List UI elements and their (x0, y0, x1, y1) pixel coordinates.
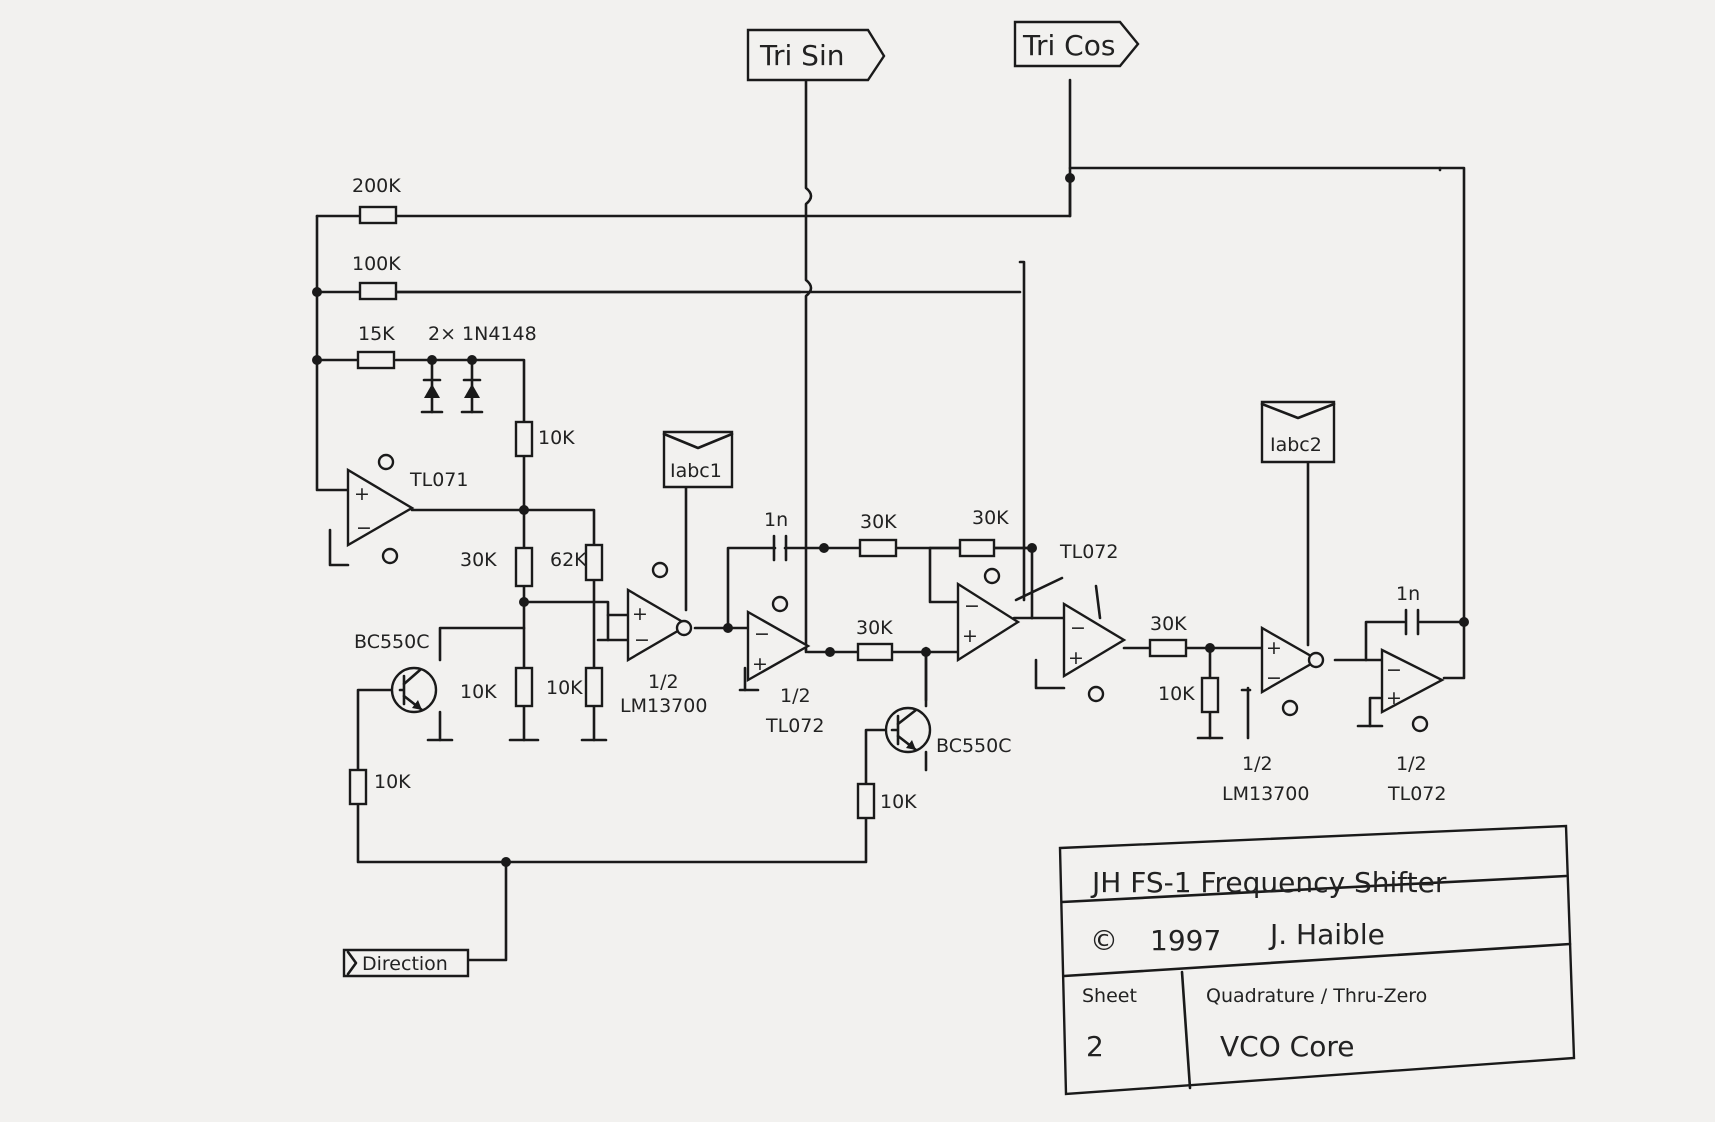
iabc2-label: Iabc2 (1270, 434, 1322, 456)
svg-text:+: + (632, 603, 648, 625)
svg-text:−: − (1266, 667, 1282, 689)
svg-text:+: + (354, 483, 370, 505)
label-q1: BC550C (354, 631, 430, 653)
capacitor-2: 1n (1396, 583, 1420, 636)
label-tl072-3a: 1/2 (1396, 753, 1427, 775)
sheet-label: Sheet (1082, 985, 1137, 1007)
description-line1: Quadrature / Thru-Zero (1206, 985, 1427, 1007)
year-text: 1997 (1150, 924, 1221, 957)
junctions (312, 173, 1469, 867)
svg-text:−: − (356, 517, 372, 539)
resistor-200k (358, 205, 398, 225)
label-30k-a: 30K (460, 549, 497, 571)
sheet-number: 2 (1086, 1030, 1104, 1063)
resistor-30k-a (514, 546, 534, 588)
resistor-30k-c (958, 538, 996, 558)
label-30k-c: 30K (972, 507, 1009, 529)
tri-cos-label: Tri Cos (1022, 29, 1115, 62)
label-62k: 62K (550, 549, 587, 571)
resistors: 200K 100K 15K 10K 30K 62K 10K 10K 10K 10… (348, 175, 1220, 820)
resistor-30k-b (858, 538, 898, 558)
opamp-tl072-1: − + 1/2 TL072 (746, 595, 824, 737)
svg-text:+: + (1266, 637, 1282, 659)
capacitor-1: 1n (764, 509, 788, 562)
label-lm13700-1b: LM13700 (620, 695, 707, 717)
label-tl072-2: TL072 (1059, 541, 1118, 563)
label-lm13700-1a: 1/2 (648, 671, 679, 693)
label-tl071: TL071 (409, 469, 468, 491)
opamp-tl072-3b: − + 1/2 TL072 (1380, 648, 1446, 805)
label-tl072-1a: 1/2 (780, 685, 811, 707)
opamp-lm13700-2: + − 1/2 LM13700 (1222, 625, 1325, 805)
svg-text:−: − (1070, 617, 1086, 639)
copyright-symbol: © (1090, 924, 1118, 957)
opamp-lm13700-1: + − 1/2 LM13700 (620, 561, 707, 717)
opamp-tl072-3: − + (1062, 601, 1127, 703)
label-tl072-1b: TL072 (765, 715, 824, 737)
resistor-62k (584, 543, 604, 582)
resistor-10k-d (1200, 676, 1220, 714)
diodes: 2× 1N4148 (420, 323, 537, 414)
label-10k-d: 10K (1158, 683, 1195, 705)
svg-text:−: − (634, 629, 650, 651)
wires (315, 78, 1466, 962)
resistor-10k-base2 (856, 782, 876, 820)
label-10k-c: 10K (546, 677, 583, 699)
label-c2: 1n (1396, 583, 1420, 605)
port-tri-sin: Tri Sin (746, 28, 886, 82)
label-10k-base1: 10K (374, 771, 411, 793)
label-100k: 100K (352, 253, 401, 275)
port-iabc2: Iabc2 (1260, 400, 1336, 464)
resistor-10k-b (514, 666, 534, 708)
label-30k-b: 30K (860, 511, 897, 533)
label-lm13700-2b: LM13700 (1222, 783, 1309, 805)
label-200k: 200K (352, 175, 401, 197)
iabc1-label: Iabc1 (670, 460, 722, 482)
transistor-q2: BC550C (884, 650, 1012, 772)
resistor-10k-base1 (348, 768, 368, 806)
label-15k: 15K (358, 323, 395, 345)
svg-text:+: + (752, 653, 768, 675)
resistor-10k-a (514, 420, 534, 458)
label-10k-a: 10K (538, 427, 575, 449)
label-10k-b: 10K (460, 681, 497, 703)
label-q2: BC550C (936, 735, 1012, 757)
resistor-100k (358, 281, 398, 301)
svg-text:−: − (754, 623, 770, 645)
port-tri-cos: Tri Cos (1013, 20, 1140, 68)
label-10k-base2: 10K (880, 791, 917, 813)
resistor-10k-c (584, 666, 604, 708)
svg-text:+: + (1068, 647, 1084, 669)
label-tl072-3b: TL072 (1387, 783, 1446, 805)
port-direction: Direction (342, 948, 470, 978)
resistor-30k-d (856, 642, 894, 662)
svg-text:+: + (962, 625, 978, 647)
title-text: JH FS-1 Frequency Shifter (1090, 866, 1447, 899)
svg-text:−: − (1386, 659, 1402, 681)
direction-label: Direction (362, 953, 448, 975)
label-diodes: 2× 1N4148 (428, 323, 537, 345)
opamp-tl071: + − TL071 (346, 453, 468, 565)
svg-text:+: + (1386, 687, 1402, 709)
label-lm13700-2a: 1/2 (1242, 753, 1273, 775)
svg-text:−: − (964, 595, 980, 617)
label-30k-d: 30K (856, 617, 893, 639)
resistor-15k (356, 350, 396, 370)
label-c1: 1n (764, 509, 788, 531)
opamp-tl072-2: − + TL072 (956, 541, 1118, 663)
tri-sin-label: Tri Sin (759, 39, 844, 72)
resistor-30k-e (1148, 638, 1188, 658)
title-block: JH FS-1 Frequency Shifter © 1997 J. Haib… (1058, 824, 1576, 1096)
author-text: J. Haible (1268, 918, 1385, 951)
transistor-q1: BC550C (354, 631, 438, 714)
port-iabc1: Iabc1 (662, 430, 734, 489)
label-30k-e: 30K (1150, 613, 1187, 635)
description-line2: VCO Core (1220, 1030, 1354, 1063)
